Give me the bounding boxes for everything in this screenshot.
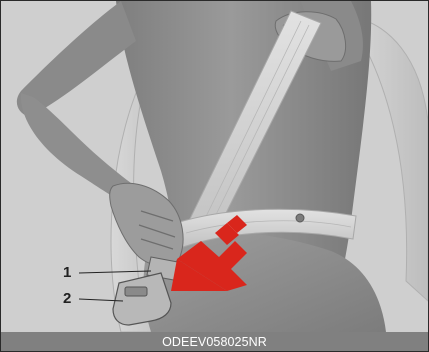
lap-belt-button <box>296 214 304 222</box>
buckle-button <box>125 287 147 296</box>
seatbelt-illustration <box>1 1 428 332</box>
figure-code: ODEEV058025NR <box>162 335 267 349</box>
figure-caption-bar: ODEEV058025NR <box>1 332 428 351</box>
callout-1-label: 1 <box>63 265 71 280</box>
callout-2-label: 2 <box>63 291 71 306</box>
